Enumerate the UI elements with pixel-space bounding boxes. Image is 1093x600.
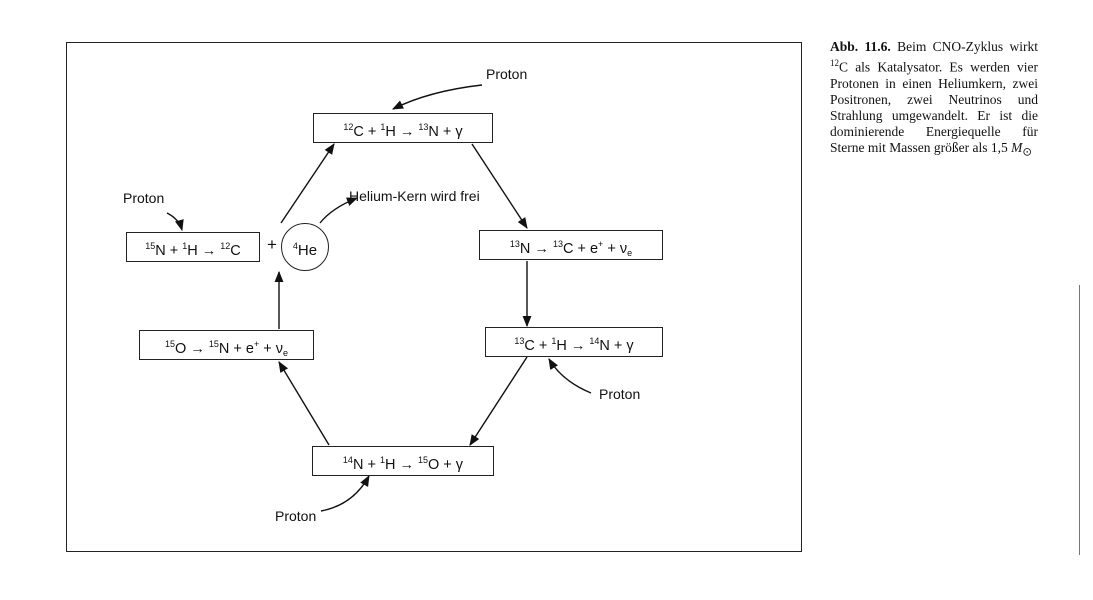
reaction-box-n13-decay: 13N → 13C + e+ + νe (479, 230, 663, 260)
reaction-box-c12-proton: 12C + 1H → 13N + γ (313, 113, 493, 143)
cno-cycle-diagram (166, 84, 592, 512)
reaction-box-n15-proton: 15N + 1H → 12C (126, 232, 260, 262)
arrow-c12-to-n13 (471, 143, 528, 229)
arrow-proton-left (166, 212, 184, 232)
arrow-proton-right (548, 358, 592, 394)
arrow-c13-to-n14 (469, 356, 528, 446)
reaction-box-o15-decay: 15O → 15N + e+ + νe (139, 330, 314, 360)
caption-superscript: 12 (830, 58, 839, 68)
caption-text-1: Beim CNO-Zyklus wirkt (890, 39, 1038, 54)
caption-text-2: C als Katalysator. Es werden vier Proton… (830, 59, 1038, 155)
helium-free-label: Helium-Kern wird frei (349, 188, 480, 204)
arrow-proton-bottom (320, 475, 370, 512)
caption-sun-symbol: ⊙ (1022, 146, 1032, 159)
caption-mass-symbol: M (1011, 139, 1023, 155)
figure-caption: Abb. 11.6. Beim CNO-Zyklus wirkt 12C als… (830, 39, 1038, 160)
figure-frame: Proton Proton Proton Proton Helium-Kern … (66, 42, 802, 552)
caption-label: Abb. 11.6. (830, 39, 891, 54)
proton-label-bottom: Proton (275, 508, 317, 524)
plus-sign: + (267, 235, 277, 254)
proton-label-left: Proton (123, 190, 165, 206)
arrow-n14-to-o15 (278, 361, 330, 446)
page-margin-rule (1079, 285, 1080, 555)
proton-label-top: Proton (486, 66, 528, 82)
proton-label-right: Proton (599, 386, 641, 402)
reaction-box-c13-proton: 13C + 1H → 14N + γ (485, 327, 663, 357)
reaction-box-n14-proton: 14N + 1H → 15O + γ (312, 446, 494, 476)
arrow-proton-top (391, 84, 483, 110)
helium-nucleus-circle: 4He (281, 223, 329, 271)
arrow-helium-free (319, 197, 359, 224)
arrow-he-to-c12 (280, 143, 335, 224)
